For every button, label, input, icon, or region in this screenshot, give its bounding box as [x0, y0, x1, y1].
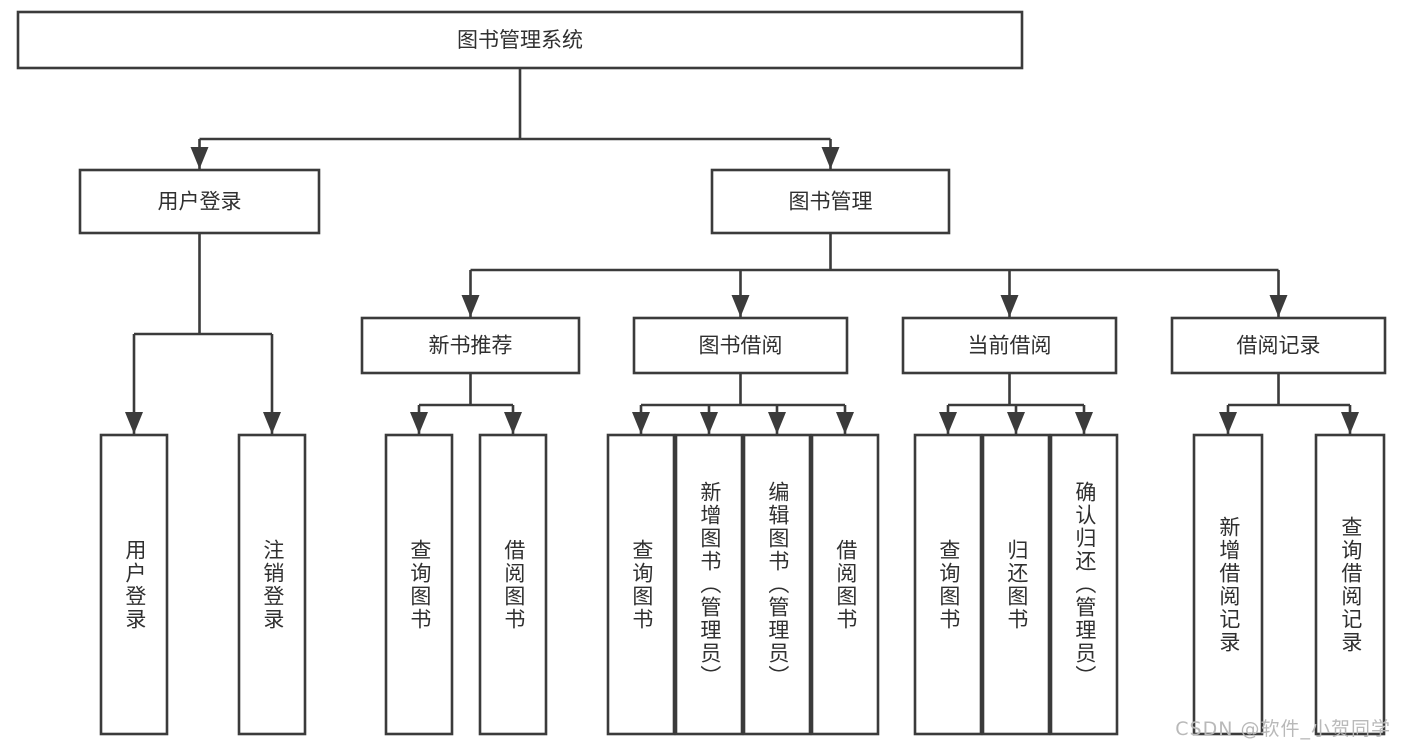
- arrow-head-icon: [1000, 295, 1019, 317]
- node-label-root: 图书管理系统: [457, 28, 583, 52]
- node-box-leaf-add-record[interactable]: [1192, 433, 1264, 736]
- node-box-leaf-return-book[interactable]: [981, 433, 1051, 736]
- arrow-head-icon: [410, 412, 428, 434]
- node-box-leaf-add-book[interactable]: [674, 433, 744, 736]
- arrow-head-icon: [263, 412, 281, 434]
- node-box-book-manage[interactable]: [710, 168, 951, 235]
- arrow-head-icon: [461, 295, 480, 317]
- node-box-leaf-query-book-2[interactable]: [606, 433, 676, 736]
- arrow-head-icon: [125, 412, 143, 434]
- node-box-leaf-borrow-book-1[interactable]: [478, 433, 548, 736]
- node-box-leaf-confirm-return[interactable]: [1049, 433, 1119, 736]
- node-box-leaf-query-book-3[interactable]: [913, 433, 983, 736]
- node-label-borrow-record: 借阅记录: [1237, 334, 1321, 358]
- node-box-leaf-query-record[interactable]: [1314, 433, 1386, 736]
- arrow-head-icon: [1219, 412, 1237, 434]
- arrow-head-icon: [821, 147, 840, 169]
- node-box-book-borrow[interactable]: [632, 316, 849, 375]
- node-box-user-login[interactable]: [78, 168, 321, 235]
- arrow-head-icon: [190, 147, 209, 169]
- node-label-new-book-recommend: 新书推荐: [429, 334, 513, 358]
- arrow-head-icon: [504, 412, 522, 434]
- node-box-root[interactable]: [16, 10, 1024, 70]
- arrow-head-icon: [1269, 295, 1288, 317]
- node-box-borrow-record[interactable]: [1170, 316, 1387, 375]
- node-box-current-borrow[interactable]: [901, 316, 1118, 375]
- connector-layer: [125, 68, 1359, 434]
- watermark-text: CSDN @软件_小贺同学: [1175, 718, 1391, 740]
- node-label-user-login: 用户登录: [158, 190, 242, 214]
- node-box-leaf-query-book-1[interactable]: [384, 433, 454, 736]
- node-label-current-borrow: 当前借阅: [968, 334, 1052, 358]
- node-label-book-borrow: 图书借阅: [699, 334, 783, 358]
- arrow-head-icon: [1007, 412, 1025, 434]
- arrow-head-icon: [632, 412, 650, 434]
- node-box-new-book-recommend[interactable]: [360, 316, 581, 375]
- arrow-head-icon: [731, 295, 750, 317]
- arrow-head-icon: [1341, 412, 1359, 434]
- arrow-head-icon: [939, 412, 957, 434]
- arrow-head-icon: [1075, 412, 1093, 434]
- node-box-layer: [16, 10, 1387, 736]
- arrow-head-icon: [700, 412, 718, 434]
- arrow-head-icon: [836, 412, 854, 434]
- node-box-leaf-user-login[interactable]: [99, 433, 169, 736]
- arrow-head-icon: [768, 412, 786, 434]
- node-box-leaf-borrow-book-2[interactable]: [810, 433, 880, 736]
- node-box-leaf-user-logout[interactable]: [237, 433, 307, 736]
- node-label-book-manage: 图书管理: [789, 190, 873, 214]
- node-box-leaf-edit-book[interactable]: [742, 433, 812, 736]
